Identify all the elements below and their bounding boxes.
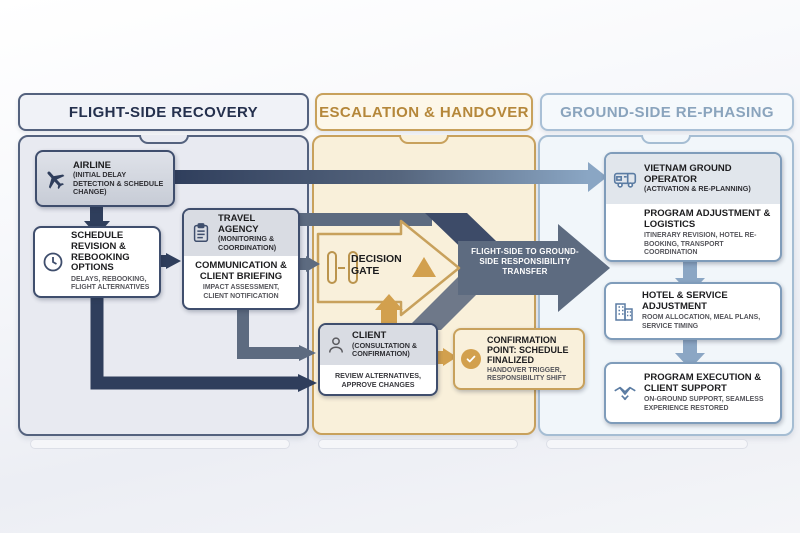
handshake-icon: [612, 380, 638, 406]
clock-icon: [41, 250, 65, 274]
airplane-icon: [43, 167, 67, 191]
panel-shelf: [318, 439, 518, 449]
airline-title: AIRLINE: [73, 159, 111, 171]
ground-operator-box: VIETNAM GROUND OPERATOR (ACTIVATION & RE…: [604, 152, 782, 262]
client-body: REVIEW ALTERNATIVES, APPROVE CHANGES: [334, 371, 422, 389]
schedule-title: SCHEDULE REVISION & REBOOKING OPTIONS: [71, 230, 130, 274]
airline-subtitle: (INITIAL DELAY DETECTION & SCHEDULE CHAN…: [73, 170, 164, 196]
confirmation-box: CONFIRMATION POINT: SCHEDULE FINALIZED H…: [453, 328, 585, 390]
operator-subtitle: (ACTIVATION & RE-PLANNING): [644, 184, 751, 194]
client-box: CLIENT (CONSULTATION & CONFIRMATION) REV…: [318, 323, 438, 396]
client-subtitle: (CONSULTATION & CONFIRMATION): [352, 341, 418, 359]
header-flight-side: FLIGHT-SIDE RECOVERY: [18, 93, 309, 131]
panel-notch: [399, 135, 449, 144]
panel-notch: [138, 135, 189, 144]
transfer-arrow-label: FLIGHT-SIDE TO GROUND-SIDE RESPONSIBILIT…: [471, 247, 579, 276]
travel-agency-box: TRAVEL AGENCY (MONITORING & COORDINATION…: [182, 208, 300, 310]
communication-title: COMMUNICATION & CLIENT BRIEFING: [195, 260, 287, 282]
header-flight-side-label: FLIGHT-SIDE RECOVERY: [68, 103, 259, 121]
clipboard-icon: [190, 222, 212, 244]
communication-subtitle: IMPACT ASSESSMENT, CLIENT NOTIFICATION: [202, 284, 280, 300]
execution-box: PROGRAM EXECUTION & CLIENT SUPPORT ON-GR…: [604, 362, 782, 424]
header-ground-side-label: GROUND-SIDE RE-PHASING: [560, 103, 774, 121]
program-subtitle: ITINERARY REVISION, HOTEL RE-BOOKING, TR…: [644, 232, 757, 256]
decision-gate-label: DECISION GATE: [351, 253, 402, 277]
confirmation-subtitle: HANDOVER TRIGGER, RESPONSIBILITY SHIFT: [487, 366, 567, 383]
hotel-box: HOTEL & SERVICE ADJUSTMENT ROOM ALLOCATI…: [604, 282, 782, 340]
hotel-title: HOTEL & SERVICE ADJUSTMENT: [642, 290, 728, 312]
execution-subtitle: ON-GROUND SUPPORT, SEAMLESS EXPERIENCE R…: [644, 396, 764, 412]
panel-shelf: [30, 439, 290, 449]
operator-title: VIETNAM GROUND OPERATOR: [644, 163, 732, 185]
header-ground-side: GROUND-SIDE RE-PHASING: [540, 93, 794, 131]
header-escalation: ESCALATION & HANDOVER: [315, 93, 533, 131]
communication-section: COMMUNICATION & CLIENT BRIEFING IMPACT A…: [184, 256, 298, 305]
header-escalation-label: ESCALATION & HANDOVER: [319, 103, 529, 121]
check-circle-icon: [461, 349, 481, 369]
hotel-subtitle: ROOM ALLOCATION, MEAL PLANS, SERVICE TIM…: [642, 314, 761, 330]
execution-title: PROGRAM EXECUTION & CLIENT SUPPORT: [644, 372, 762, 394]
program-title: PROGRAM ADJUSTMENT & LOGISTICS: [644, 208, 771, 230]
airline-box: AIRLINE (INITIAL DELAY DETECTION & SCHED…: [35, 150, 175, 207]
panel-shelf: [546, 439, 748, 449]
schedule-subtitle: DELAYS, REBOOKING, FLIGHT ALTERNATIVES: [71, 275, 150, 292]
van-icon: [612, 166, 638, 192]
hotel-icon: [612, 299, 636, 323]
client-title: CLIENT: [352, 330, 387, 342]
travel-agency-title: TRAVEL AGENCY: [218, 213, 259, 235]
panel-notch: [641, 135, 691, 144]
travel-agency-subtitle: (MONITORING & COORDINATION): [218, 234, 277, 252]
confirmation-title: CONFIRMATION POINT: SCHEDULE FINALIZED: [487, 334, 569, 365]
person-icon: [326, 335, 346, 355]
schedule-box: SCHEDULE REVISION & REBOOKING OPTIONS DE…: [33, 226, 161, 298]
